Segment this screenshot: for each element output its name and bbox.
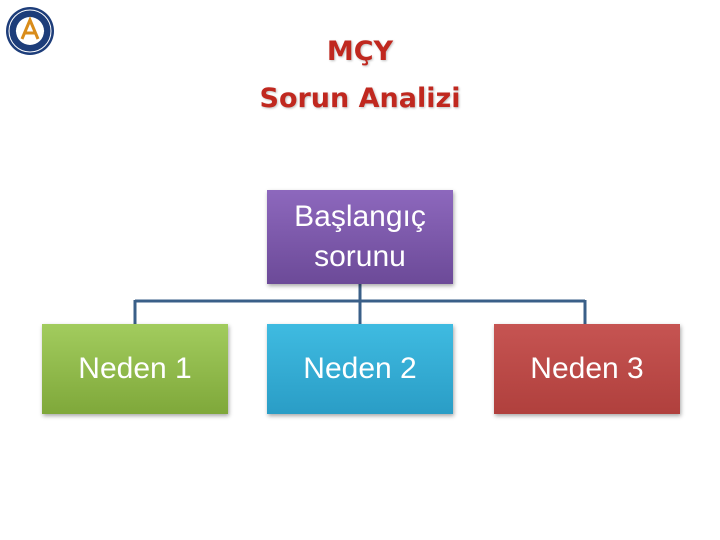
cause-box-1: Neden 1 [42, 324, 228, 414]
cause-label-3: Neden 3 [530, 352, 644, 385]
cause-box-2: Neden 2 [267, 324, 453, 414]
connector-lines [133, 284, 587, 324]
root-problem-box: Başlangıç sorunu [267, 190, 453, 284]
university-seal-logo [5, 6, 55, 56]
cause-box-3: Neden 3 [494, 324, 680, 414]
root-problem-label-line2: sorunu [314, 240, 406, 273]
cause-label-2: Neden 2 [303, 352, 417, 385]
root-problem-label-line1: Başlangıç [294, 200, 426, 233]
page-title-line2: Sorun Analizi [259, 83, 461, 114]
university-seal-icon [6, 7, 54, 55]
page-title-line1: MÇY [326, 36, 394, 67]
cause-label-1: Neden 1 [78, 352, 192, 385]
